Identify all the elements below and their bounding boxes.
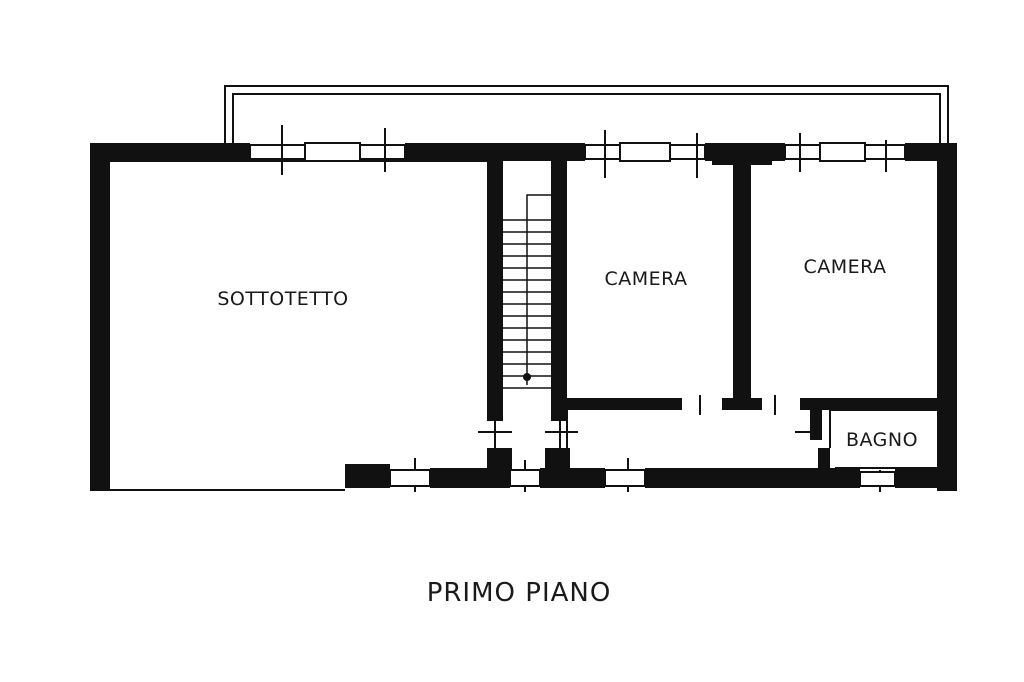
- door-ticks: [478, 395, 820, 448]
- room-label-camera-left: CAMERA: [604, 268, 687, 290]
- staircase: [503, 194, 551, 389]
- room-label-sottotetto: SOTTOTETTO: [217, 288, 348, 310]
- interior-walls: [487, 143, 937, 470]
- stair-arrow-dot: [523, 373, 531, 381]
- balcony-outline: [224, 85, 949, 143]
- room-label-bagno: BAGNO: [846, 429, 918, 451]
- floor-caption: PRIMO PIANO: [427, 578, 612, 608]
- room-label-camera-right: CAMERA: [803, 256, 886, 278]
- top-windows: [249, 142, 906, 162]
- window-ticks: [281, 125, 887, 492]
- interior-thin-lines: [110, 160, 937, 469]
- outer-walls: [90, 143, 957, 491]
- bottom-windows: [389, 469, 896, 487]
